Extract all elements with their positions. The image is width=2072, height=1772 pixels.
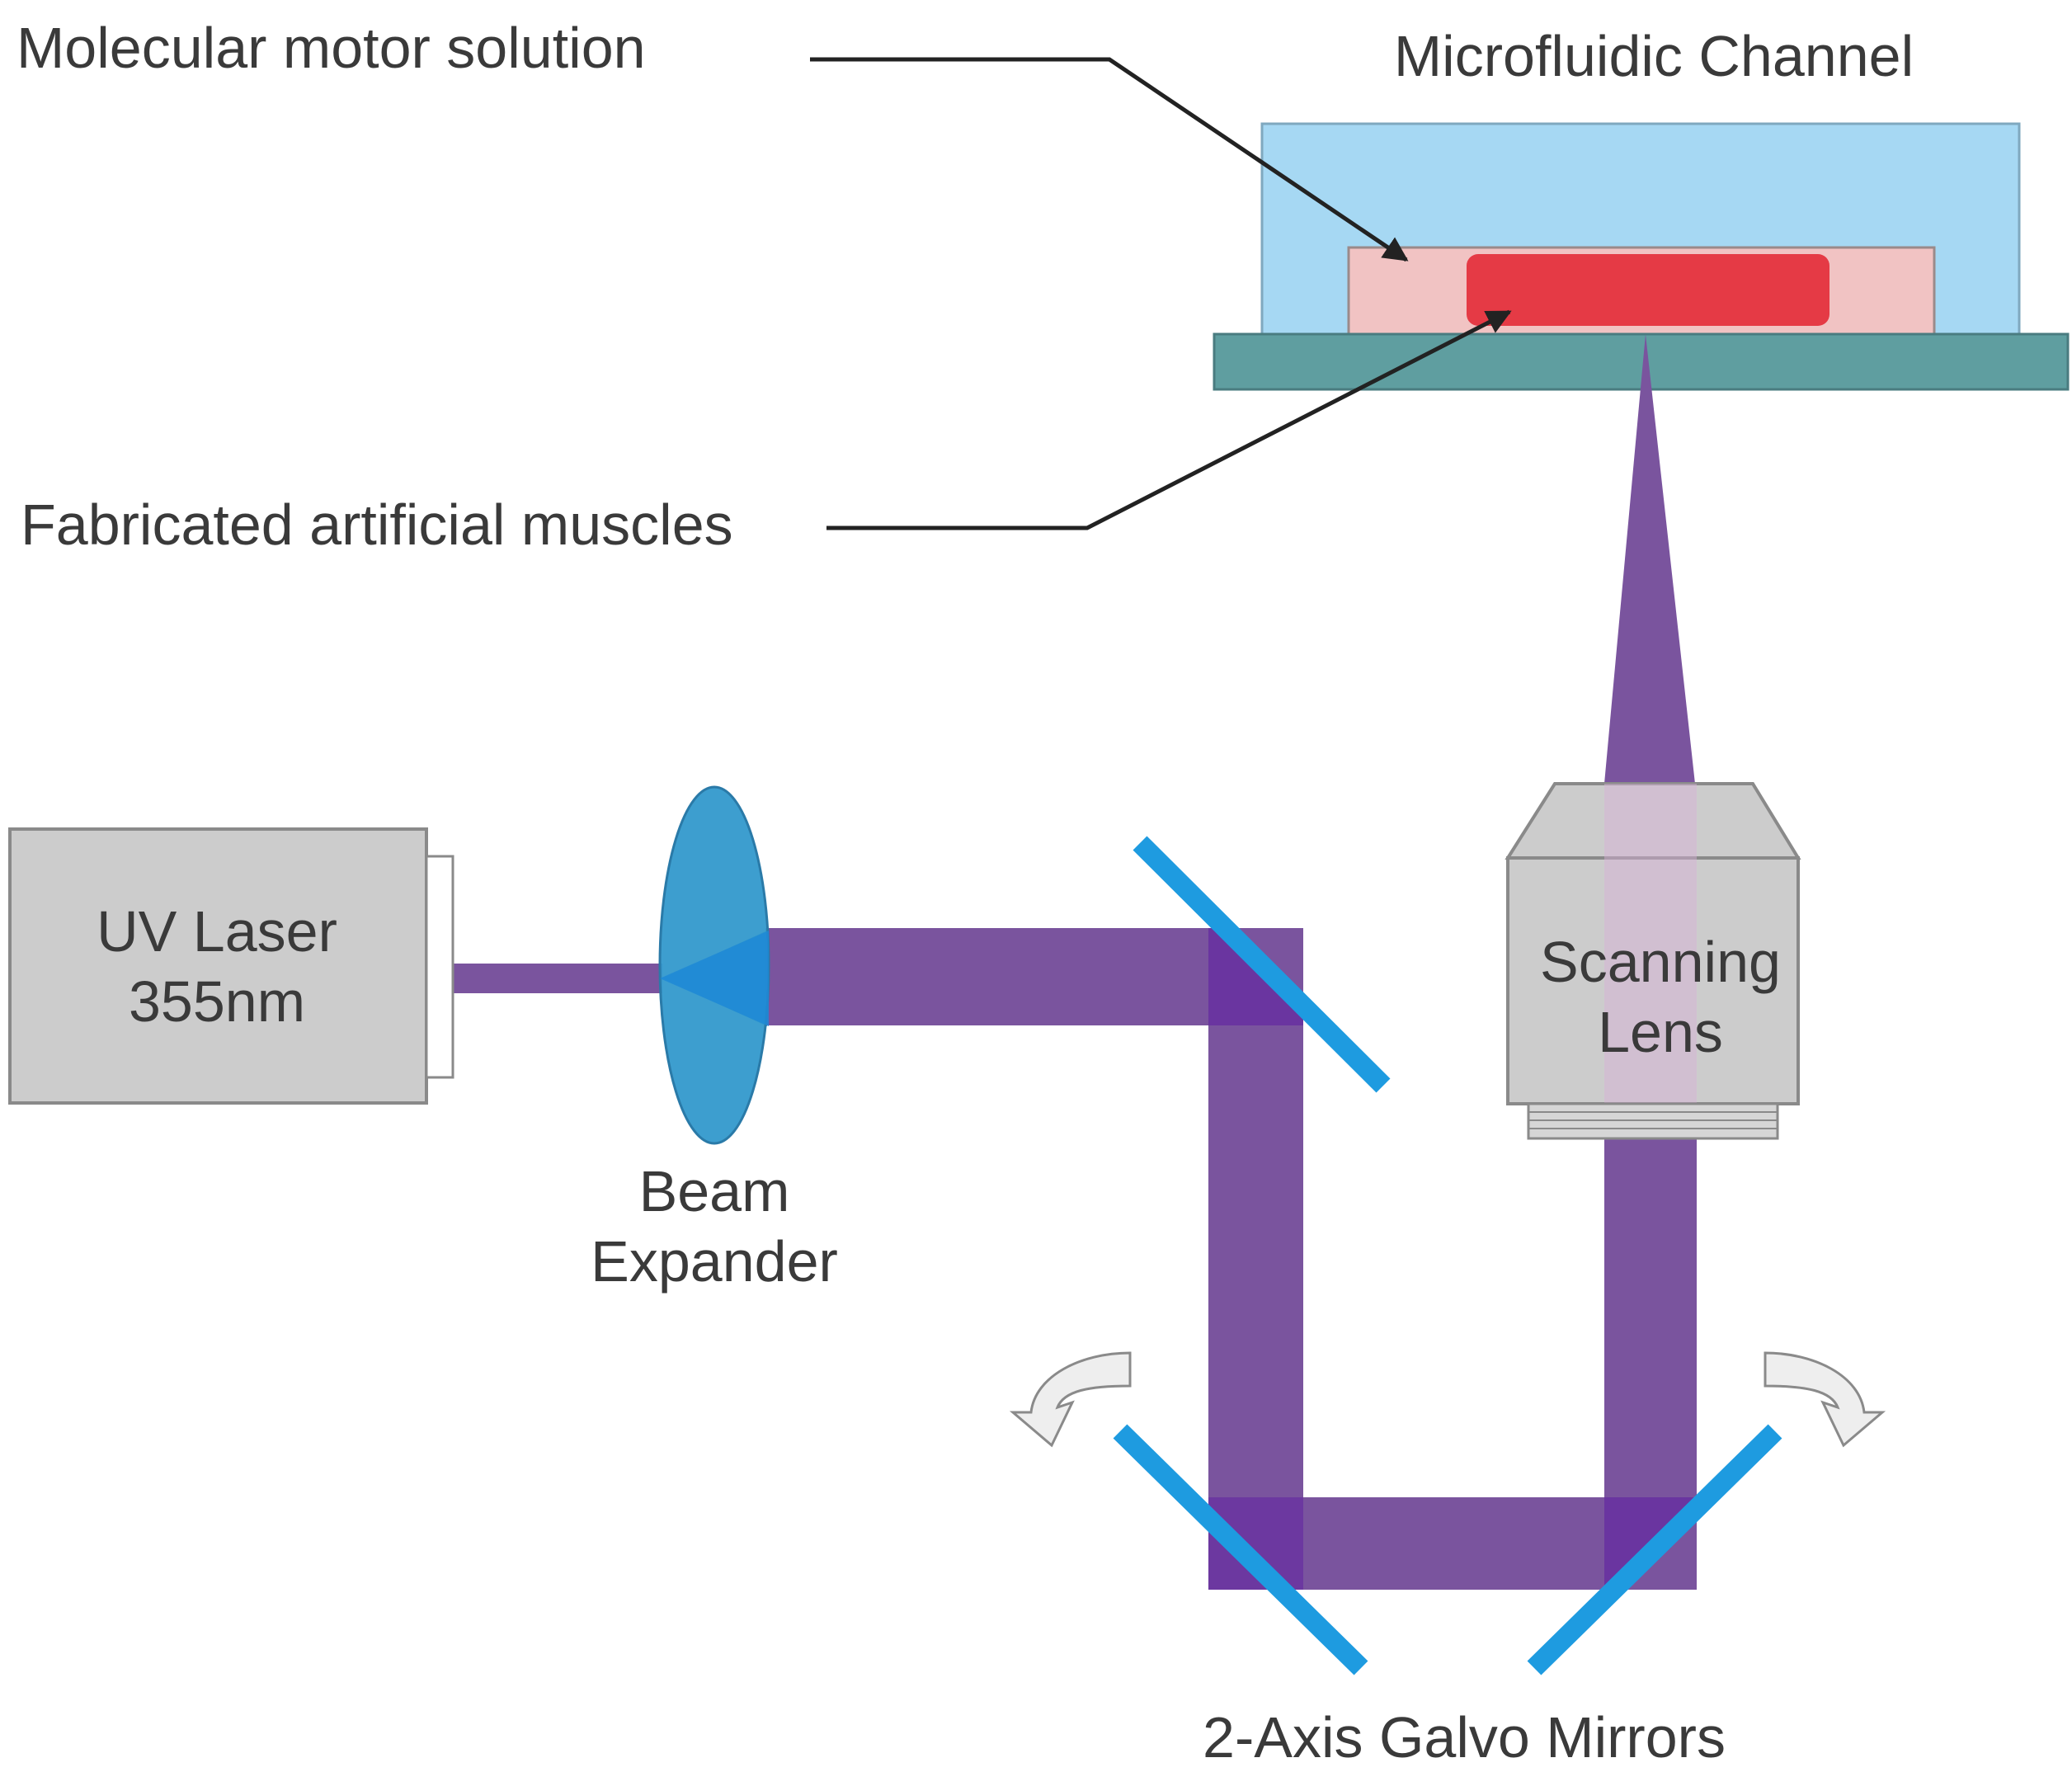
scanning-lens: Scanning Lens bbox=[1505, 782, 1801, 1140]
uv-laser-aperture bbox=[425, 855, 454, 1079]
scanning-lens-body bbox=[1506, 856, 1800, 1105]
molecular-motor-solution-label: Molecular motor solution bbox=[16, 16, 646, 80]
uv-laser-label-line1: UV Laser bbox=[97, 899, 337, 964]
uv-laser: UV Laser 355nm bbox=[8, 827, 454, 1105]
rotation-arrow-icon-left bbox=[1009, 1351, 1132, 1448]
beam-overlap-mirror-1 bbox=[1208, 928, 1303, 1025]
scanning-lens-label-line1: Scanning bbox=[1540, 930, 1781, 994]
fabricated-artificial-muscle bbox=[1467, 254, 1829, 326]
glass-substrate bbox=[1213, 332, 2070, 391]
microfluidic-channel-assembly bbox=[1213, 122, 2070, 391]
fabricated-artificial-muscles-label: Fabricated artificial muscles bbox=[21, 492, 733, 557]
fabricated-artificial-muscles-leader bbox=[826, 309, 1512, 530]
galvo-mirrors-label: 2-Axis Galvo Mirrors bbox=[1203, 1705, 1726, 1770]
galvo-mirror-left bbox=[1113, 1424, 1368, 1675]
focused-beam-cone bbox=[1604, 334, 1695, 784]
scanning-lens-thread bbox=[1527, 1102, 1779, 1140]
beam-expander-label-line1: Beam bbox=[639, 1159, 790, 1223]
scanning-lens-beam-through bbox=[1604, 784, 1697, 1104]
beam-expander-label-line2: Expander bbox=[591, 1229, 838, 1294]
raw-laser-beam bbox=[452, 964, 662, 993]
scanning-lens-label-line2: Lens bbox=[1598, 1000, 1723, 1064]
galvo-mirror-right bbox=[1527, 1424, 1782, 1675]
microfluidic-channel-label: Microfluidic Channel bbox=[1394, 24, 1914, 88]
rotation-arrow-icon-right bbox=[1764, 1351, 1886, 1448]
beam-expander-lens-glow bbox=[660, 931, 769, 1026]
molecular-motor-solution-leader bbox=[810, 57, 1409, 262]
uv-laser-label-line2: 355nm bbox=[129, 969, 305, 1034]
fold-mirror bbox=[1133, 836, 1391, 1093]
expanded-beam-horizontal bbox=[765, 928, 1211, 1025]
beam-vertical-left bbox=[1208, 928, 1303, 1588]
uv-laser-body bbox=[8, 827, 428, 1105]
